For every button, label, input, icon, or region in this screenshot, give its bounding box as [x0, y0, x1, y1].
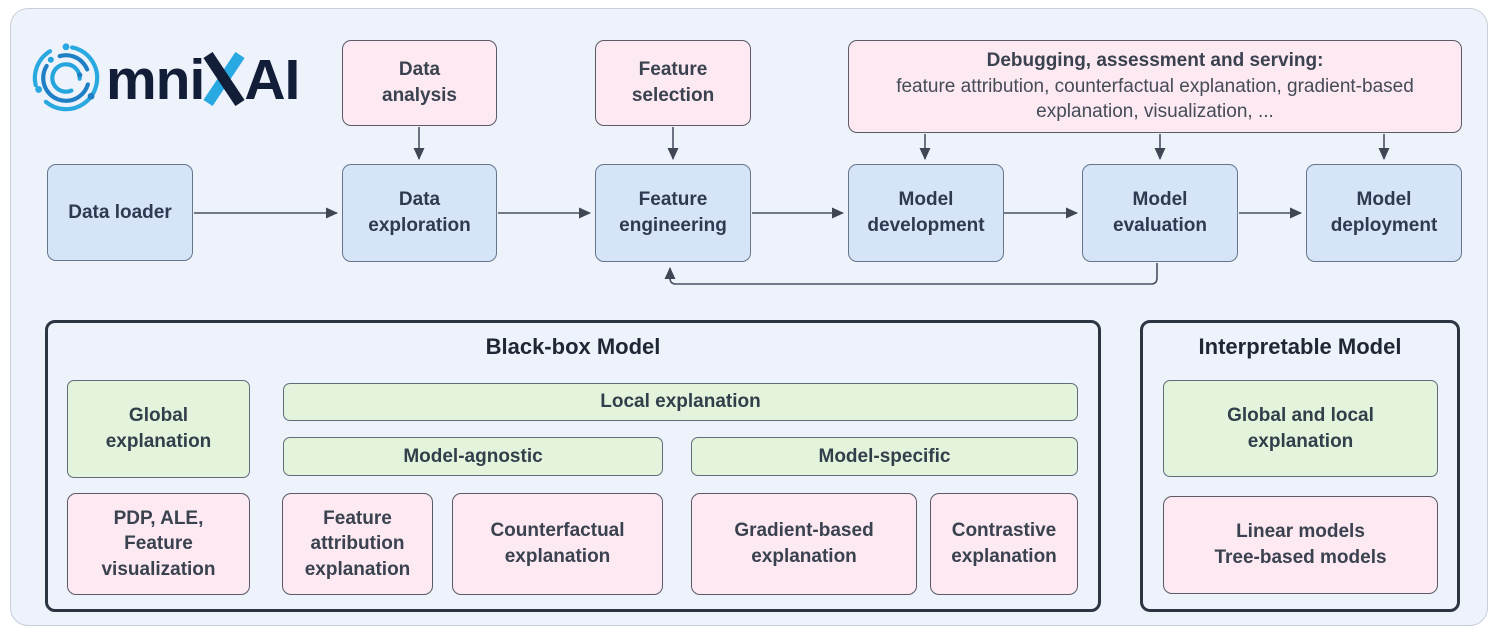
feature-selection-box: Feature selection	[595, 40, 751, 126]
data-exploration-box: Data exploration	[342, 164, 497, 262]
omnixai-logo-icon	[28, 40, 104, 121]
contrastive-explanation-box: Contrastive explanation	[930, 493, 1078, 595]
global-and-local-explanation-box: Global and local explanation	[1163, 380, 1438, 477]
debugging-assessment-serving-box: Debugging, assessment and serving: featu…	[848, 40, 1462, 133]
black-box-model-title: Black-box Model	[485, 334, 661, 359]
data-loader-box: Data loader	[47, 164, 193, 261]
pdp-ale-feature-visualization-box: PDP, ALE, Feature visualization	[67, 493, 250, 595]
local-explanation-box: Local explanation	[283, 383, 1078, 421]
model-agnostic-box: Model-agnostic	[283, 437, 663, 476]
linear-tree-models-box: Linear models Tree-based models	[1163, 496, 1438, 594]
gradient-based-explanation-box: Gradient-based explanation	[691, 493, 917, 595]
debugging-box-title: Debugging, assessment and serving:	[986, 50, 1324, 72]
model-deployment-box: Model deployment	[1306, 164, 1462, 262]
logo-x-glyph	[202, 51, 246, 111]
counterfactual-explanation-box: Counterfactual explanation	[452, 493, 663, 595]
omnixai-logo: mni AI	[28, 40, 300, 121]
global-explanation-box: Global explanation	[67, 380, 250, 478]
black-box-model-container	[45, 320, 1101, 612]
feature-attribution-explanation-box: Feature attribution explanation	[282, 493, 433, 595]
interpretable-model-container	[1140, 320, 1460, 612]
model-evaluation-box: Model evaluation	[1082, 164, 1238, 262]
data-analysis-box: Data analysis	[342, 40, 497, 126]
logo-text-mni: mni	[106, 48, 205, 112]
logo-text-ai: AI	[244, 48, 300, 112]
model-development-box: Model development	[848, 164, 1004, 262]
debugging-box-body: feature attribution, counterfactual expl…	[896, 75, 1414, 123]
interpretable-model-title: Interpretable Model	[1198, 334, 1402, 359]
feature-engineering-box: Feature engineering	[595, 164, 751, 262]
model-specific-box: Model-specific	[691, 437, 1078, 476]
